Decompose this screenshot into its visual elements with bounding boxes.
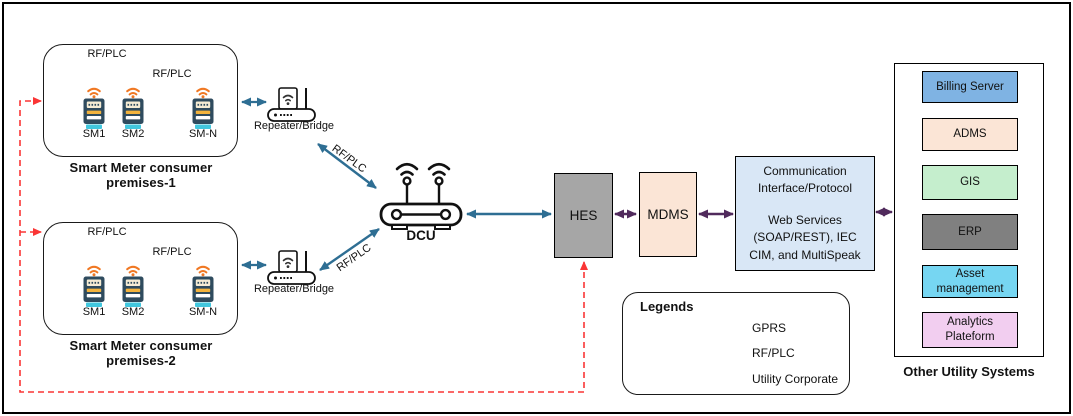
sysbox-analytics-platform: Analytics Plateform [922,312,1018,348]
comm-interface-box: Communication Interface/Protocol Web Ser… [735,156,875,271]
dcu-label: DCU [406,228,436,243]
other-utility-systems-title: Other Utility Systems [903,364,1035,379]
smart-meter-icon [119,84,147,130]
legend-utility-corporate-label: Utility Corporate [752,372,839,386]
sysbox-billing-server: Billing Server [922,71,1018,103]
meter-label-smn: SM-N [188,128,218,140]
legend-gprs-label: GPRS [752,321,787,335]
premises2-title: Smart Meter consumer premises-2 [69,338,213,368]
repeater-bridge-icon [266,85,318,125]
rfplc-diagonal1-label: RF/PLC [329,142,369,176]
mdms-label: MDMS [647,207,689,222]
repeater-bridge-icon [266,248,318,288]
rfplc-diagonal2-label: RF/PLC [334,241,374,275]
meter-label-sm1: SM1 [82,306,106,318]
sysbox-adms: ADMS [922,118,1018,151]
hes-box: HES [554,173,613,258]
smart-meter-icon [189,84,217,130]
legend-box [622,292,850,395]
smart-meter-icon [80,84,108,130]
meter-label-sm2: SM2 [121,128,145,140]
dcu-router-icon [379,162,463,230]
premises1-link1-label: RF/PLC [87,48,127,60]
premises1-link2-label: RF/PLC [152,68,192,80]
sysbox-gis: GIS [922,165,1018,200]
sysbox-asset-management: Asset management [922,265,1018,298]
premises1-title: Smart Meter consumer premises-1 [69,160,213,190]
comm-interface-protocols: Web Services (SOAP/REST), IEC CIM, and M… [749,212,861,262]
premises2-link1-label: RF/PLC [87,226,127,238]
comm-interface-title: Communication Interface/Protocol [757,164,853,196]
meter-label-sm2: SM2 [121,306,145,318]
smart-meter-icon [80,262,108,308]
mdms-box: MDMS [639,172,697,257]
smart-meter-icon [119,262,147,308]
meter-label-sm1: SM1 [82,128,106,140]
legend-rfplc-label: RF/PLC [752,346,795,360]
repeater1-label: Repeater/Bridge [253,120,335,132]
legend-title: Legends [640,299,694,314]
meter-label-smn: SM-N [188,306,218,318]
smart-meter-icon [189,262,217,308]
other-utility-systems-panel: Billing Server ADMS GIS ERP Asset manage… [894,63,1044,357]
hes-label: HES [569,208,598,223]
premises2-link2-label: RF/PLC [152,246,192,258]
repeater2-label: Repeater/Bridge [253,283,335,295]
sysbox-erp: ERP [922,214,1018,250]
